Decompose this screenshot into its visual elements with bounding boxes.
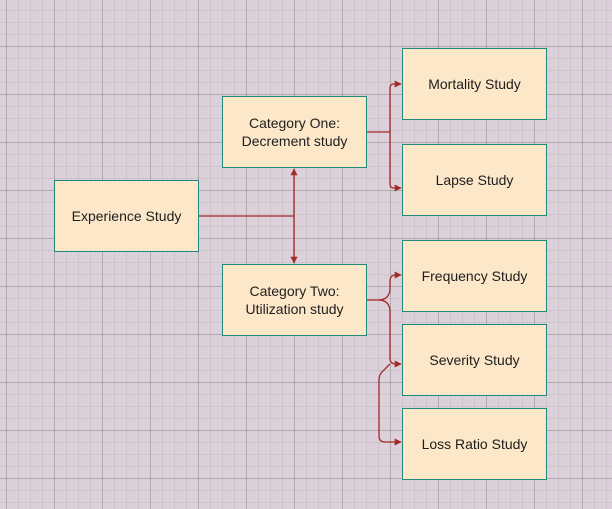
edge-category-two-to-frequency [377,271,402,301]
node-label: Experience Study [71,208,182,224]
node-label: Loss Ratio Study [421,436,528,452]
node-label: Category One: Decrement study [241,115,348,149]
edge-category-one-to-lapse [389,132,402,192]
edge-category-one-to-mortality [389,80,402,132]
node-loss-ratio-study[interactable]: Loss Ratio Study [402,408,547,480]
node-category-one[interactable]: Category One: Decrement study [222,96,367,168]
node-label: Severity Study [429,352,520,368]
node-label: Frequency Study [421,268,528,284]
node-lapse-study[interactable]: Lapse Study [402,144,547,216]
edge-category-two-to-loss-ratio [378,363,402,446]
edge-category-two-to-severity [377,299,402,368]
node-label: Lapse Study [435,172,514,188]
node-frequency-study[interactable]: Frequency Study [402,240,547,312]
node-mortality-study[interactable]: Mortality Study [402,48,547,120]
node-severity-study[interactable]: Severity Study [402,324,547,396]
node-experience-study[interactable]: Experience Study [54,180,199,252]
node-label: Category Two: Utilization study [245,283,344,317]
node-label: Mortality Study [428,76,521,92]
node-category-two[interactable]: Category Two: Utilization study [222,264,367,336]
